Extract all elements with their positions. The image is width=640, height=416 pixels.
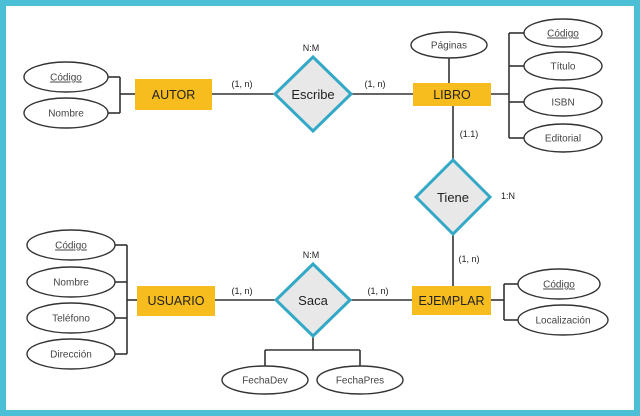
attribute-usuario-direccion-ellipse — [26, 338, 116, 370]
cardinality-saca-type: N:M — [303, 250, 320, 260]
entity-libro-label: LIBRO — [433, 88, 471, 102]
entity-libro-box — [413, 83, 491, 106]
cardinality-saca-usuario: (1, n) — [231, 286, 252, 296]
entity-usuario-box — [137, 286, 215, 316]
attribute-autor-codigo-ellipse — [23, 61, 109, 93]
attribute-saca-fechapres: FechaPres — [316, 365, 404, 395]
attribute-saca-fechadev-label: FechaDev — [242, 376, 288, 387]
attribute-autor-codigo-label: Código — [50, 73, 82, 84]
cardinality-escribe-type: N:M — [303, 43, 320, 53]
relation-escribe-diamond — [272, 54, 354, 134]
attribute-autor-nombre-label: Nombre — [48, 109, 84, 120]
attribute-saca-fechapres-ellipse — [316, 365, 404, 395]
attribute-saca-fechapres-label: FechaPres — [336, 376, 384, 387]
cardinality-saca-ejemplar: (1, n) — [367, 286, 388, 296]
attribute-libro-codigo: Código — [523, 18, 603, 48]
attribute-libro-editorial-ellipse — [523, 123, 603, 153]
entity-autor-box — [135, 79, 212, 110]
relation-tiene: Tiene — [413, 157, 493, 237]
relation-saca-diamond — [273, 261, 353, 339]
entity-usuario: USUARIO — [137, 286, 215, 316]
attribute-usuario-codigo-label: Código — [55, 241, 87, 252]
attribute-libro-paginas: Páginas — [410, 31, 488, 59]
cardinality-tiene-type: 1:N — [501, 191, 515, 201]
entity-autor: AUTOR — [135, 79, 212, 110]
cardinality-tiene-ejemplar: (1, n) — [458, 254, 479, 264]
attribute-libro-paginas-ellipse — [410, 31, 488, 59]
attribute-libro-isbn-label: ISBN — [551, 98, 574, 109]
attribute-usuario-direccion-label: Dirección — [50, 350, 92, 361]
attribute-autor-nombre-ellipse — [23, 97, 109, 129]
cardinality-escribe-autor: (1, n) — [231, 79, 252, 89]
attribute-libro-codigo-ellipse — [523, 18, 603, 48]
attribute-usuario-telefono-label: Teléfono — [52, 314, 90, 325]
attribute-usuario-codigo-ellipse — [26, 229, 116, 261]
relation-escribe-label: Escribe — [291, 87, 334, 102]
attribute-saca-fechadev-ellipse — [221, 365, 309, 395]
attribute-autor-nombre: Nombre — [23, 97, 109, 129]
attribute-saca-fechadev: FechaDev — [221, 365, 309, 395]
attribute-ejemplar-localizacion: Localización — [517, 304, 609, 336]
attribute-libro-isbn-ellipse — [523, 87, 603, 117]
attribute-libro-titulo: Título — [523, 51, 603, 81]
attribute-ejemplar-codigo: Código — [517, 268, 601, 300]
cardinality-escribe-libro: (1, n) — [364, 79, 385, 89]
entity-ejemplar-label: EJEMPLAR — [419, 294, 485, 308]
entity-autor-label: AUTOR — [152, 88, 196, 102]
entity-ejemplar-box — [412, 286, 491, 315]
cardinality-tiene-libro: (1.1) — [460, 129, 479, 139]
relation-escribe: Escribe — [272, 54, 354, 134]
attribute-libro-codigo-label: Código — [547, 29, 579, 40]
attribute-usuario-codigo: Código — [26, 229, 116, 261]
attribute-ejemplar-localizacion-ellipse — [517, 304, 609, 336]
entity-usuario-label: USUARIO — [148, 294, 205, 308]
attribute-usuario-telefono: Teléfono — [26, 302, 116, 334]
relation-saca-label: Saca — [298, 293, 328, 308]
entity-libro: LIBRO — [413, 83, 491, 106]
attribute-ejemplar-codigo-ellipse — [517, 268, 601, 300]
connectors — [108, 32, 524, 367]
relation-saca: Saca — [273, 261, 353, 339]
attribute-libro-paginas-label: Páginas — [431, 41, 467, 52]
attribute-libro-titulo-label: Título — [550, 62, 575, 73]
attribute-libro-editorial: Editorial — [523, 123, 603, 153]
attribute-libro-titulo-ellipse — [523, 51, 603, 81]
attribute-ejemplar-codigo-label: Código — [543, 280, 575, 291]
attribute-usuario-nombre-label: Nombre — [53, 278, 89, 289]
attribute-usuario-telefono-ellipse — [26, 302, 116, 334]
relation-tiene-label: Tiene — [437, 190, 469, 205]
attribute-usuario-direccion: Dirección — [26, 338, 116, 370]
attribute-libro-isbn: ISBN — [523, 87, 603, 117]
attribute-ejemplar-localizacion-label: Localización — [535, 316, 590, 327]
attribute-libro-editorial-label: Editorial — [545, 134, 581, 145]
attribute-usuario-nombre-ellipse — [26, 266, 116, 298]
relation-tiene-diamond — [413, 157, 493, 237]
attribute-autor-codigo: Código — [23, 61, 109, 93]
attribute-usuario-nombre: Nombre — [26, 266, 116, 298]
entity-ejemplar: EJEMPLAR — [412, 286, 491, 315]
